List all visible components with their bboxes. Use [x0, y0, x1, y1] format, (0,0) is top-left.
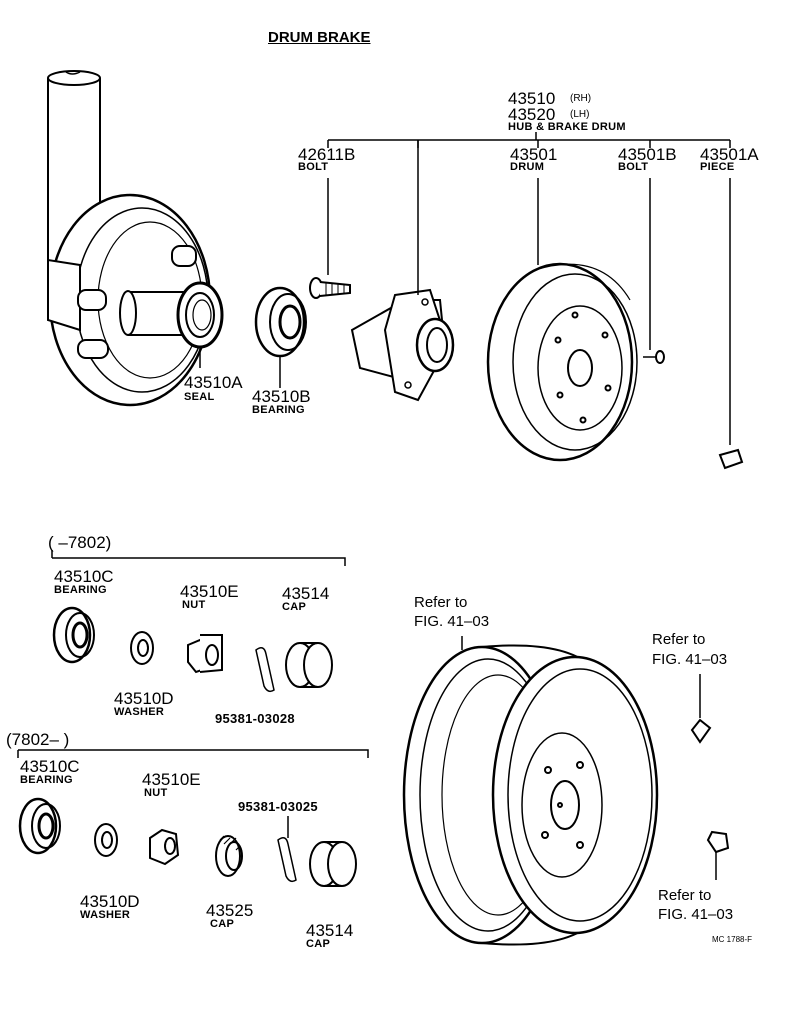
piece-number: 43501A [700, 145, 759, 164]
valve-ref-line1: Refer to [652, 631, 706, 648]
hub-lh-number: 43520 [508, 105, 556, 124]
group2-cap-a-illustration [215, 835, 243, 877]
group2-cap-a-number: 43525 [206, 901, 254, 920]
group2-nut-illustration [149, 828, 180, 866]
group1-range: ( –7802) [48, 533, 112, 552]
valve-ref-line2: FIG. 41–03 [652, 651, 728, 668]
drum-illustration [486, 178, 638, 462]
group1-bearing-name: BEARING [54, 584, 107, 596]
group2-nut-name: NUT [144, 787, 168, 799]
wheel-ref-line1: Refer to [414, 594, 468, 611]
bolt-43501b-illustration [643, 178, 665, 364]
group2-cap-b-number: 43514 [306, 921, 354, 940]
group2-bearing-name: BEARING [20, 774, 73, 786]
group2-range: (7802– ) [6, 730, 70, 749]
piece-43501a-illustration [718, 178, 744, 470]
group2-washer-illustration [94, 823, 118, 857]
hub-rh-number: 43510 [508, 89, 556, 108]
group2-cap-b-name: CAP [306, 938, 331, 950]
group1-washer-name: WASHER [114, 706, 165, 718]
group2-bearing-illustration [18, 797, 61, 855]
valve-illustration [690, 674, 712, 744]
bearing-b-number: 43510B [252, 387, 311, 406]
group2-pin-number: 95381-03025 [238, 799, 318, 814]
hub-drum-leader-lines [327, 132, 731, 148]
group1-nut-illustration [187, 634, 223, 674]
hub-assembly-name: HUB & BRAKE DRUM [508, 121, 626, 133]
backing-plate-illustration [47, 70, 224, 407]
piece-name: PIECE [700, 161, 735, 173]
wheel-illustration [402, 636, 659, 946]
group1-washer-number: 43510D [114, 689, 174, 708]
group1-cap-name: CAP [282, 601, 307, 613]
nut-ref-line2: FIG. 41–03 [658, 906, 734, 923]
group1-bearing-number: 43510C [54, 567, 114, 586]
hub-illustration [350, 140, 455, 402]
group2-washer-name: WASHER [80, 909, 131, 921]
group1-bracket [51, 550, 346, 566]
drum-number: 43501 [510, 145, 558, 164]
group2-bracket [17, 749, 369, 758]
bolt-43501b-name: BOLT [618, 161, 649, 173]
group2-cap-b-illustration [309, 841, 357, 887]
bolt-42611b-name: BOLT [298, 161, 329, 173]
bolt-43501b-number: 43501B [618, 145, 677, 164]
diagram-code: MC 1788-F [712, 935, 753, 944]
seal-number: 43510A [184, 373, 243, 392]
group1-bearing-illustration [52, 606, 95, 664]
hub-lh-side: (LH) [570, 109, 590, 120]
wheel-nut-illustration [706, 830, 730, 880]
group1-pin-illustration [255, 647, 275, 693]
group2-bearing-number: 43510C [20, 757, 80, 776]
page-title: DRUM BRAKE [268, 29, 371, 46]
nut-ref-line1: Refer to [658, 887, 712, 904]
wheel-ref-line2: FIG. 41–03 [414, 613, 490, 630]
group1-cap-number: 43514 [282, 584, 330, 603]
bearing-b-name: BEARING [252, 404, 305, 416]
bearing-43510b-illustration [254, 286, 307, 388]
hub-rh-side: (RH) [570, 93, 592, 104]
drum-name: DRUM [510, 161, 545, 173]
group2-washer-number: 43510D [80, 892, 140, 911]
group1-cap-illustration [285, 642, 333, 688]
group2-nut-number: 43510E [142, 770, 201, 789]
group2-pin-illustration [277, 816, 297, 883]
group2-cap-a-name: CAP [210, 918, 235, 930]
group1-washer-illustration [130, 631, 154, 665]
group1-nut-name: NUT [182, 599, 206, 611]
seal-name: SEAL [184, 391, 215, 403]
bolt-42611b-number: 42611B [298, 145, 356, 164]
bolt-42611b-illustration [309, 178, 351, 299]
group1-pin-number: 95381-03028 [215, 711, 295, 726]
group1-nut-number: 43510E [180, 582, 239, 601]
